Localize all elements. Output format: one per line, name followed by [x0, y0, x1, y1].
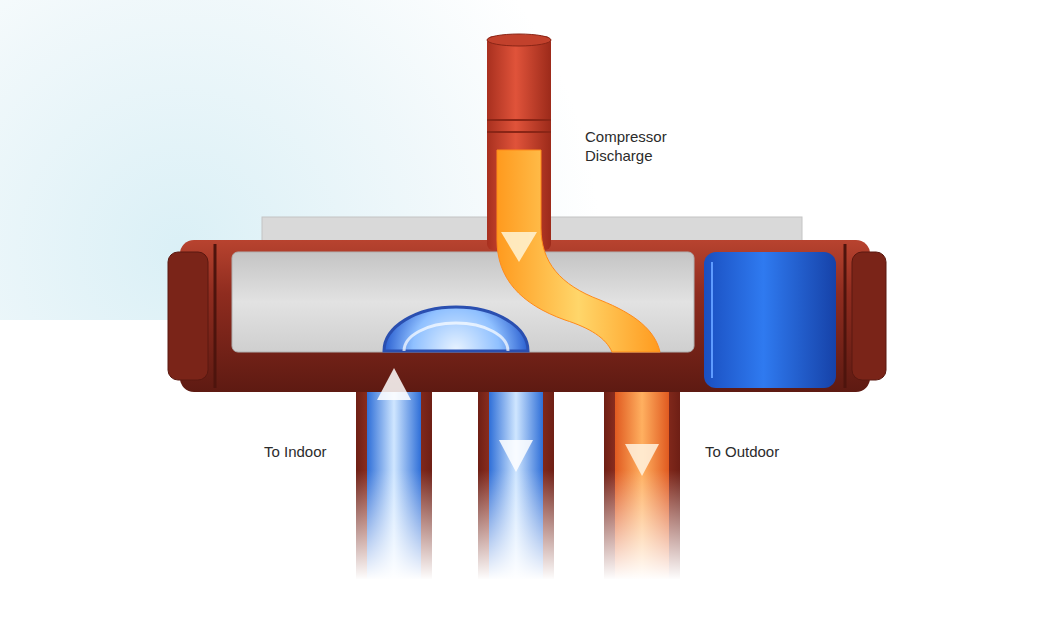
piston-highlight	[711, 262, 713, 378]
pipe-joint	[487, 131, 551, 133]
pipe-joint	[487, 119, 551, 121]
left-end-cap	[168, 252, 208, 380]
port-label: To Indoor	[264, 443, 327, 462]
flow-arrow	[501, 232, 537, 262]
discharge-flow	[497, 150, 660, 352]
slider-dome	[404, 323, 508, 351]
flow-arrow	[377, 368, 411, 400]
right-end-cap	[852, 252, 886, 380]
bottom-fade	[0, 470, 1040, 580]
body-ring	[844, 244, 847, 388]
flow-arrow	[499, 440, 533, 472]
piston	[704, 252, 836, 388]
port-label: To Outdoor	[705, 443, 779, 462]
body-ring	[214, 244, 217, 388]
port-label: Compressor Discharge	[585, 128, 697, 166]
bottom-fade	[0, 579, 1040, 626]
discharge-pipe-end	[487, 34, 551, 46]
slider-dome	[384, 307, 528, 351]
